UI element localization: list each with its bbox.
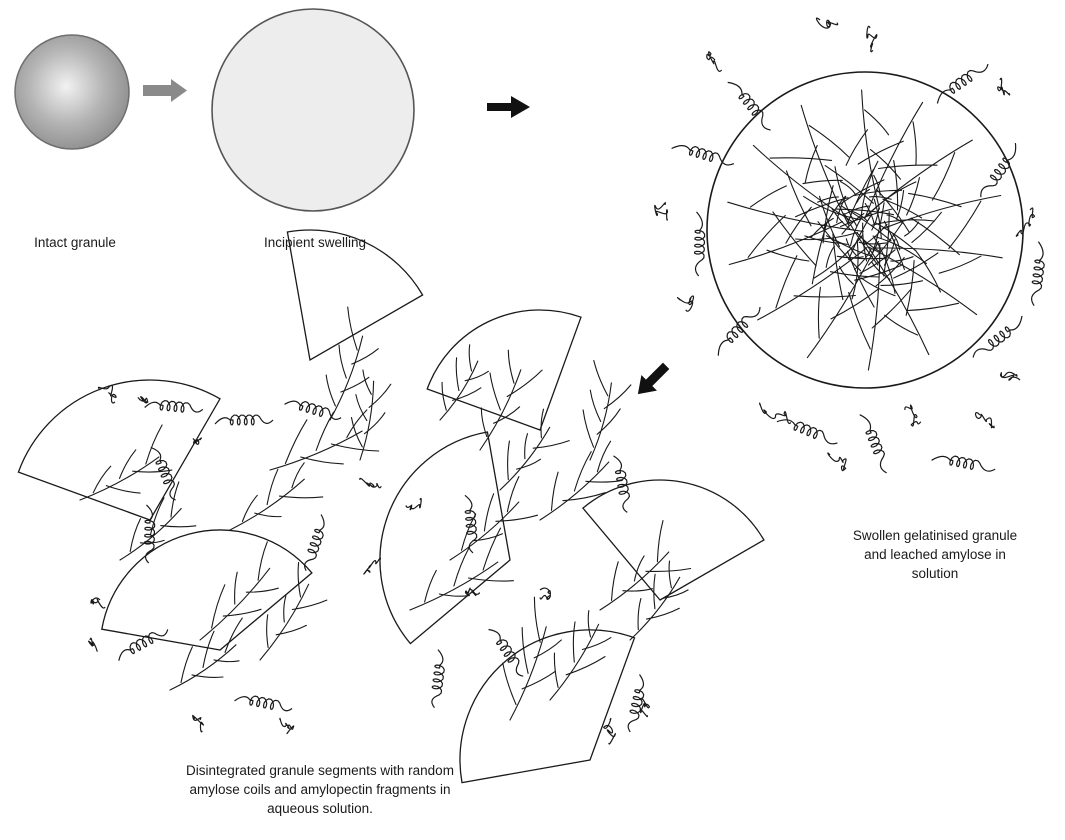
amylose-coil <box>777 420 838 444</box>
amylopectin-frond <box>550 611 611 700</box>
amylopectin-branches <box>728 90 1002 370</box>
label-intact-granule: Intact granule <box>0 233 150 252</box>
amylopectin-frond <box>600 521 691 610</box>
amylopectin-frond <box>80 425 172 500</box>
label-line: Incipient swelling <box>215 233 415 252</box>
amylose-strand <box>1016 208 1034 236</box>
amylose-strand <box>998 78 1010 95</box>
amylose-coil <box>235 696 293 711</box>
label-line: Intact granule <box>0 233 150 252</box>
amylose-strand <box>98 385 116 403</box>
granule-segment <box>18 380 220 520</box>
amylose-strand <box>193 715 204 732</box>
amylose-coil <box>628 675 644 732</box>
amylose-strand <box>465 588 479 595</box>
amylose-strand <box>976 413 995 428</box>
amylose-coil <box>672 146 734 165</box>
amylose-strand <box>360 478 381 487</box>
amylose-coil <box>695 212 705 276</box>
amylopectin-frond <box>860 218 1002 278</box>
amylose-coil <box>215 415 273 425</box>
amylose-coil <box>305 515 324 571</box>
amylose-strand <box>905 405 921 426</box>
swelling-granule <box>212 9 414 211</box>
amylopectin-fragments <box>80 307 691 720</box>
amylose-strand <box>707 52 722 72</box>
amylose-strand <box>91 598 105 608</box>
amylose-coil <box>432 650 444 708</box>
swollen-granule <box>655 18 1044 473</box>
label-disintegrated-segments: Disintegrated granule segments with rand… <box>60 761 580 818</box>
granule-segment <box>460 630 634 783</box>
granule-segments <box>18 230 764 783</box>
label-line: solution <box>805 564 1065 583</box>
granule-segment <box>427 310 581 430</box>
amylopectin-frond <box>410 528 513 610</box>
amylose-coil <box>937 64 988 104</box>
amylose-coils <box>89 385 650 744</box>
black-arrow-right-icon <box>487 96 530 118</box>
amylopectin-frond <box>230 463 323 530</box>
amylose-strand <box>364 558 381 574</box>
amylose-strand <box>604 718 616 744</box>
amylopectin-frond <box>352 370 391 460</box>
amylose-strand <box>867 26 877 52</box>
amylose-coil <box>145 401 203 412</box>
amylose-coil <box>860 415 887 473</box>
amylopectin-frond <box>270 410 379 470</box>
amylopectin-frond <box>170 618 242 690</box>
label-line: Swollen gelatinised granule <box>805 526 1065 545</box>
amylose-strand <box>89 638 98 651</box>
amylose-coil <box>718 307 760 356</box>
amylopectin-frond <box>801 105 891 242</box>
amylose-coil <box>151 448 176 501</box>
amylose-strand <box>828 453 846 471</box>
amylose-coil <box>489 630 524 677</box>
amylose-coil <box>1032 242 1045 306</box>
granule-segment <box>102 530 312 650</box>
amylose-strand <box>280 718 294 733</box>
amylose-strand <box>138 397 148 403</box>
amylose-strand <box>816 18 837 28</box>
amylose-strand <box>406 498 421 509</box>
amylopectin-frond <box>500 409 569 490</box>
label-swollen-granule: Swollen gelatinised granule and leached … <box>805 526 1065 583</box>
amylopectin-frond <box>450 477 538 560</box>
amylopectin-frond <box>260 563 327 660</box>
label-line: aqueous solution. <box>60 799 580 818</box>
label-line: amylose coils and amylopectin fragments … <box>60 780 580 799</box>
amylose-coil <box>465 495 477 553</box>
grey-arrow-icon <box>143 79 187 102</box>
amylopectin-frond <box>326 307 378 420</box>
amylose-coil <box>932 456 996 471</box>
granule-segment <box>583 480 764 600</box>
amylopectin-frond <box>540 441 622 520</box>
amylose-strand <box>1001 372 1021 380</box>
amylopectin-frond <box>120 482 196 560</box>
amylopectin-frond <box>753 145 893 246</box>
label-incipient-swelling: Incipient swelling <box>215 233 415 252</box>
intact-granule <box>15 35 129 149</box>
amylose-strand <box>540 588 550 599</box>
amylopectin-frond <box>630 561 688 640</box>
amylopectin-frond <box>583 361 631 461</box>
amylose-coil <box>285 401 342 419</box>
label-line: Disintegrated granule segments with rand… <box>60 761 580 780</box>
amylopectin-frond <box>480 350 542 450</box>
amylose-strand <box>655 203 668 220</box>
amylose-strand <box>760 403 791 423</box>
black-arrow-diagonal-icon <box>630 358 674 402</box>
label-line: and leached amylose in <box>805 545 1065 564</box>
amylose-strand <box>678 296 694 311</box>
amylopectin-frond <box>863 215 934 245</box>
